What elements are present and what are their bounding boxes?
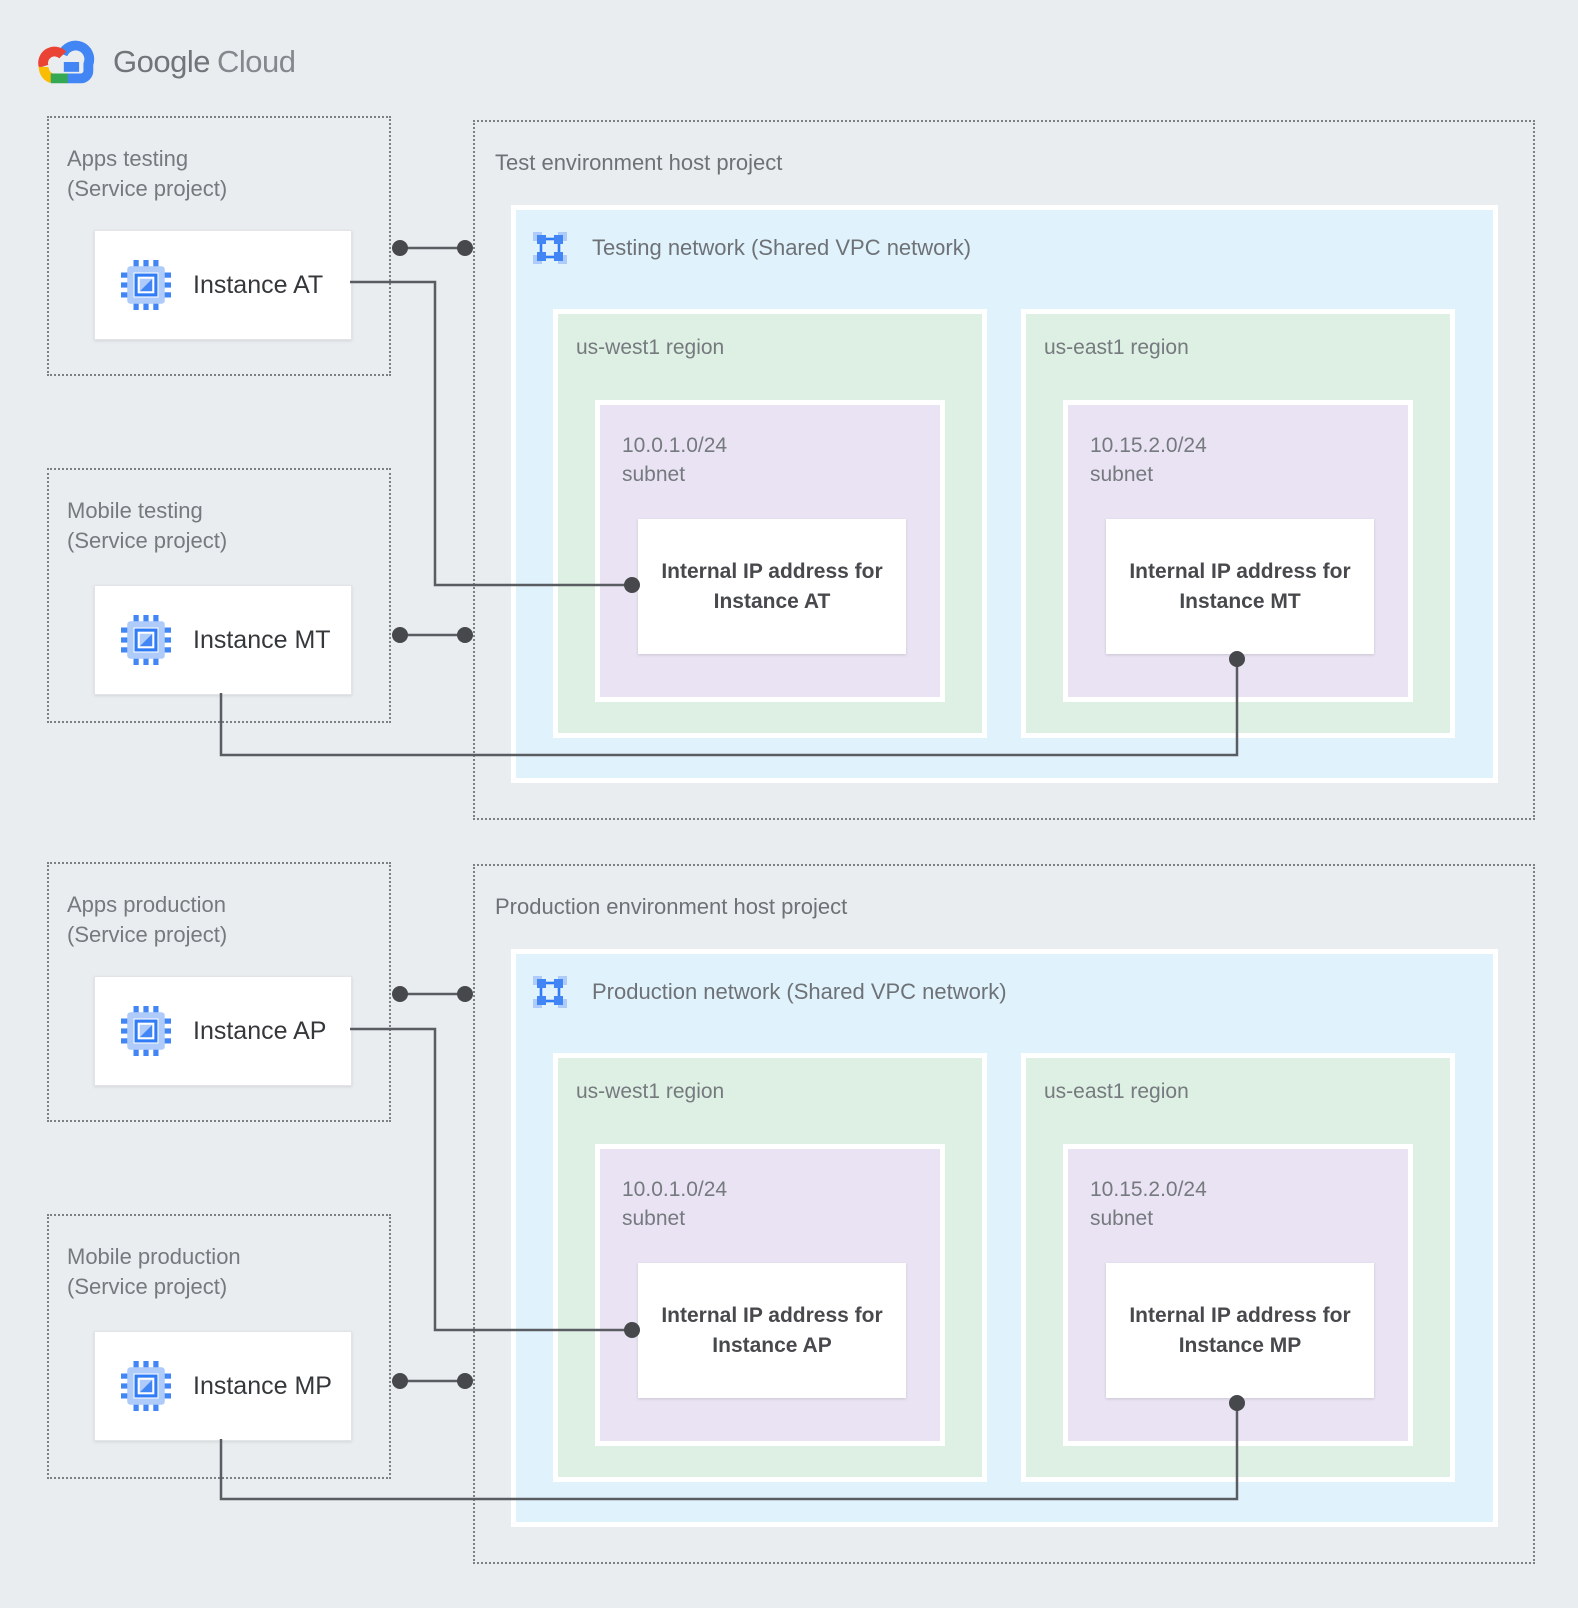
connector-dot <box>392 1373 408 1389</box>
region-label: us-west1 region <box>576 336 725 359</box>
subnet-cidr: 10.15.2.0/24 <box>1090 1178 1207 1201</box>
region-box-test-us-east1: us-east1 region 10.15.2.0/24 subnet Inte… <box>1026 314 1450 733</box>
connector-dot <box>457 1373 473 1389</box>
compute-instance-chip-icon <box>121 260 171 310</box>
host-project-title: Production environment host project <box>495 894 848 919</box>
service-project-subtitle: (Service project) <box>67 528 228 553</box>
subnet-word: subnet <box>1090 463 1154 486</box>
logo-text-google: Google <box>113 44 210 79</box>
service-project-subtitle: (Service project) <box>67 176 228 201</box>
region-label: us-east1 region <box>1044 336 1189 359</box>
service-project-name: Apps testing <box>67 146 189 171</box>
subnet-word: subnet <box>622 1207 686 1230</box>
internal-ip-line1: Internal IP address for <box>661 1303 883 1327</box>
subnet-label: 10.0.1.0/24 subnet <box>622 1175 727 1233</box>
compute-instance-chip-icon <box>121 615 171 665</box>
service-project-box-mobile-testing: Mobile testing (Service project) Instanc… <box>47 468 391 723</box>
connector-dot <box>392 627 408 643</box>
subnet-box: 10.15.2.0/24 subnet Internal IP address … <box>1068 1149 1408 1441</box>
service-project-name: Apps production <box>67 892 226 917</box>
compute-instance-chip-icon <box>121 1361 171 1411</box>
subnet-box: 10.0.1.0/24 subnet Internal IP address f… <box>600 405 940 697</box>
instance-label: Instance AT <box>193 270 324 299</box>
connector-dot <box>392 240 408 256</box>
connector-dot <box>457 986 473 1002</box>
subnet-label: 10.15.2.0/24 subnet <box>1090 1175 1207 1233</box>
vpc-network-box-testing: Testing network (Shared VPC network) us-… <box>516 210 1493 778</box>
service-project-subtitle: (Service project) <box>67 922 228 947</box>
instance-card-mp: Instance MP <box>94 1331 352 1441</box>
vpc-network-header: Production network (Shared VPC network) <box>532 974 1007 1010</box>
region-box-test-us-west1: us-west1 region 10.0.1.0/24 subnet Inter… <box>558 314 982 733</box>
google-cloud-icon <box>38 40 95 84</box>
service-project-title: Apps production (Service project) <box>67 890 227 950</box>
subnet-cidr: 10.0.1.0/24 <box>622 1178 728 1201</box>
subnet-cidr: 10.0.1.0/24 <box>622 434 728 457</box>
host-project-box-production: Production environment host project Prod… <box>473 864 1535 1564</box>
host-project-title: Test environment host project <box>495 150 783 175</box>
instance-label: Instance AP <box>193 1016 327 1045</box>
internal-ip-line1: Internal IP address for <box>661 559 883 583</box>
service-project-title: Apps testing (Service project) <box>67 144 227 204</box>
internal-ip-line1: Internal IP address for <box>1129 559 1351 583</box>
subnet-label: 10.15.2.0/24 subnet <box>1090 431 1207 489</box>
vpc-network-icon <box>533 232 567 264</box>
logo-text-cloud: Cloud <box>216 44 296 79</box>
region-label: us-west1 region <box>576 1080 725 1103</box>
vpc-network-label: Testing network (Shared VPC network) <box>592 235 972 260</box>
subnet-cidr: 10.15.2.0/24 <box>1090 434 1207 457</box>
internal-ip-line2: Instance MT <box>1179 589 1301 613</box>
service-project-title: Mobile testing (Service project) <box>67 496 227 556</box>
connector-dot <box>457 627 473 643</box>
instance-card-mt: Instance MT <box>94 585 352 695</box>
internal-ip-box-instance-at: Internal IP address for Instance AT <box>638 519 906 654</box>
service-project-name: Mobile production <box>67 1244 241 1269</box>
service-project-box-apps-testing: Apps testing (Service project) Instance … <box>47 116 391 376</box>
subnet-label: 10.0.1.0/24 subnet <box>622 431 727 489</box>
internal-ip-box-instance-mp: Internal IP address for Instance MP <box>1106 1263 1374 1398</box>
service-project-box-mobile-production: Mobile production (Service project) Inst… <box>47 1214 391 1479</box>
region-box-prod-us-west1: us-west1 region 10.0.1.0/24 subnet Inter… <box>558 1058 982 1477</box>
subnet-box: 10.15.2.0/24 subnet Internal IP address … <box>1068 405 1408 697</box>
subnet-word: subnet <box>1090 1207 1154 1230</box>
host-project-box-test: Test environment host project Testing ne… <box>473 120 1535 820</box>
instance-label: Instance MT <box>193 625 331 654</box>
instance-card-at: Instance AT <box>94 230 352 340</box>
subnet-word: subnet <box>622 463 686 486</box>
internal-ip-line2: Instance AT <box>713 589 831 613</box>
compute-instance-chip-icon <box>121 1006 171 1056</box>
region-label: us-east1 region <box>1044 1080 1189 1103</box>
instance-card-ap: Instance AP <box>94 976 352 1086</box>
internal-ip-box-instance-ap: Internal IP address for Instance AP <box>638 1263 906 1398</box>
vpc-network-label: Production network (Shared VPC network) <box>592 979 1007 1004</box>
vpc-network-box-production: Production network (Shared VPC network) … <box>516 954 1493 1522</box>
vpc-network-icon <box>533 976 567 1008</box>
region-box-prod-us-east1: us-east1 region 10.15.2.0/24 subnet Inte… <box>1026 1058 1450 1477</box>
internal-ip-line2: Instance MP <box>1178 1333 1302 1357</box>
instance-label: Instance MP <box>193 1371 332 1400</box>
connector-dot <box>392 986 408 1002</box>
internal-ip-box-instance-mt: Internal IP address for Instance MT <box>1106 519 1374 654</box>
connector-dot <box>457 240 473 256</box>
subnet-box: 10.0.1.0/24 subnet Internal IP address f… <box>600 1149 940 1441</box>
service-project-name: Mobile testing <box>67 498 203 523</box>
service-project-title: Mobile production (Service project) <box>67 1242 241 1302</box>
service-project-box-apps-production: Apps production (Service project) Instan… <box>47 862 391 1122</box>
internal-ip-line1: Internal IP address for <box>1129 1303 1351 1327</box>
service-project-subtitle: (Service project) <box>67 1274 228 1299</box>
internal-ip-line2: Instance AP <box>712 1333 832 1357</box>
vpc-network-header: Testing network (Shared VPC network) <box>532 230 971 266</box>
